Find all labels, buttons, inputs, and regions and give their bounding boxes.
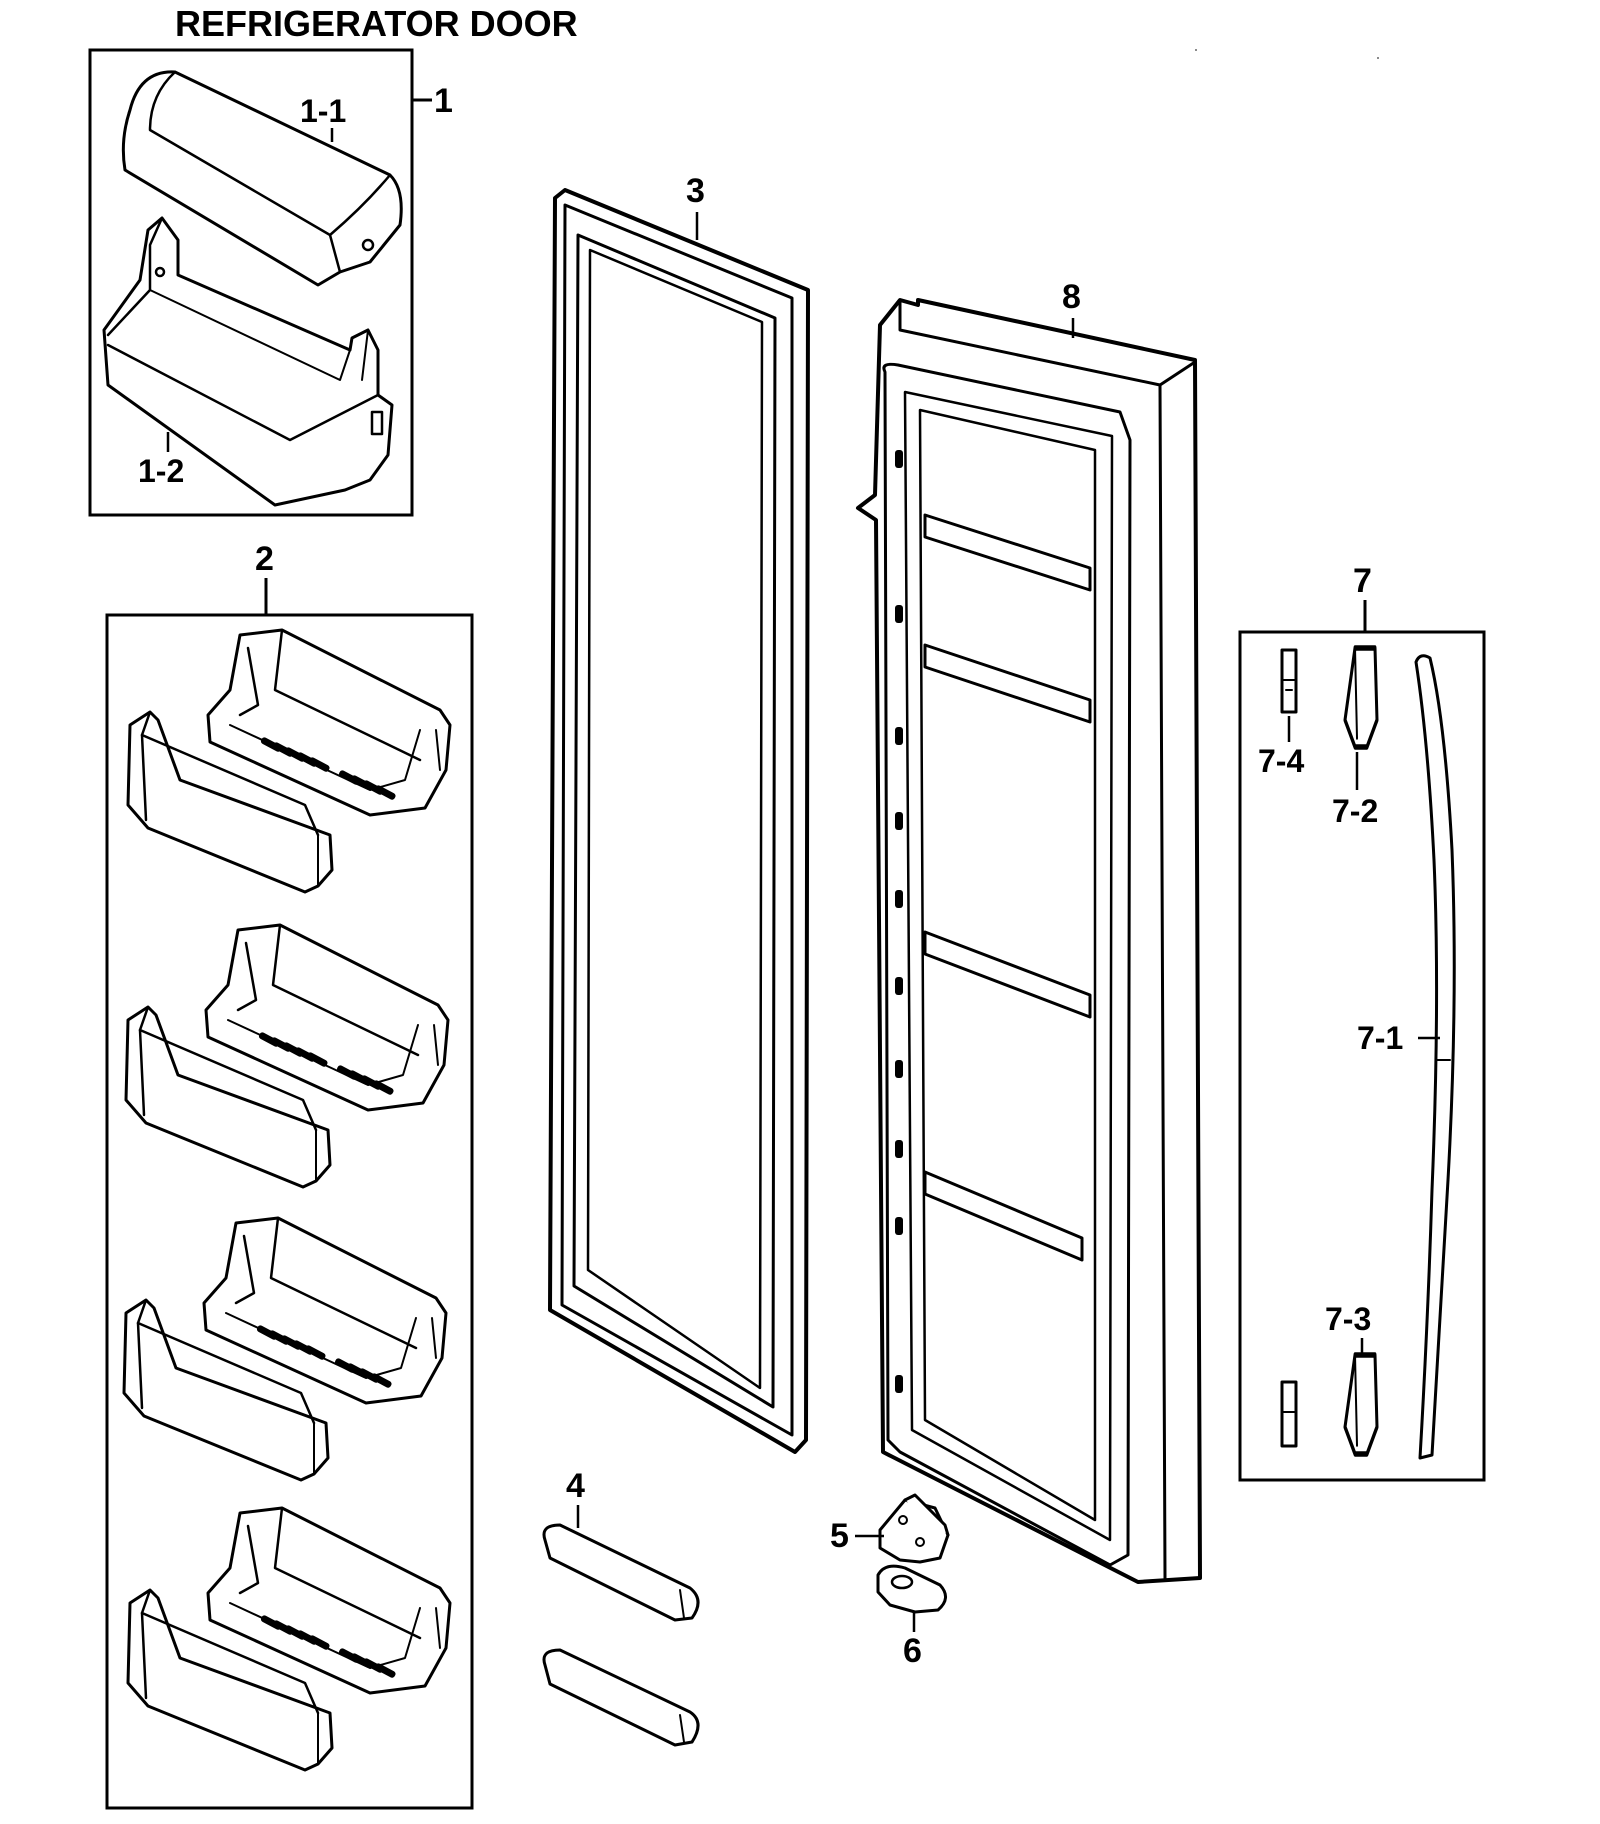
- part-4-handle-upper: [542, 1523, 700, 1622]
- part-1-1-bin-cover: [121, 70, 403, 287]
- part-group-2-box: [105, 578, 474, 1810]
- label-3: 3: [686, 172, 705, 210]
- part-2-door-bin-3: [122, 1216, 448, 1482]
- part-1-2-bin: [102, 216, 394, 507]
- label-5: 5: [830, 1517, 849, 1555]
- label-6: 6: [903, 1632, 922, 1670]
- part-group-7-box: [1238, 600, 1486, 1482]
- label-1-1: 1-1: [300, 93, 346, 129]
- part-7-2-handle-cap-upper: [1345, 648, 1377, 747]
- label-7-3: 7-3: [1325, 1301, 1371, 1337]
- label-1-2: 1-2: [138, 453, 184, 489]
- label-1: 1: [434, 82, 453, 120]
- part-8-door-liner: [856, 298, 1202, 1584]
- part-group-1-box: [88, 48, 432, 517]
- label-7-1: 7-1: [1357, 1020, 1403, 1056]
- part-2-door-bin-2: [124, 923, 450, 1189]
- label-7-4: 7-4: [1258, 743, 1304, 779]
- part-7-3-handle-cap-lower: [1345, 1355, 1377, 1454]
- part-7-1-handle-bar: [1414, 654, 1456, 1460]
- part-5-hinge-bracket: [878, 1493, 950, 1564]
- part-3-door-gasket: [548, 188, 810, 1454]
- label-7: 7: [1353, 562, 1372, 600]
- part-2-door-bin-1: [126, 628, 452, 894]
- page-title: REFRIGERATOR DOOR: [175, 3, 578, 44]
- part-7-4-clip-upper: [1280, 648, 1298, 714]
- label-7-2: 7-2: [1332, 793, 1378, 829]
- part-2-door-bin-4: [126, 1506, 452, 1772]
- label-8: 8: [1062, 278, 1081, 316]
- part-7-4-clip-lower: [1280, 1380, 1298, 1448]
- part-6-hinge-cap: [876, 1564, 947, 1614]
- label-4: 4: [566, 1467, 585, 1505]
- part-4-handle-lower: [542, 1648, 700, 1747]
- label-2: 2: [255, 540, 274, 578]
